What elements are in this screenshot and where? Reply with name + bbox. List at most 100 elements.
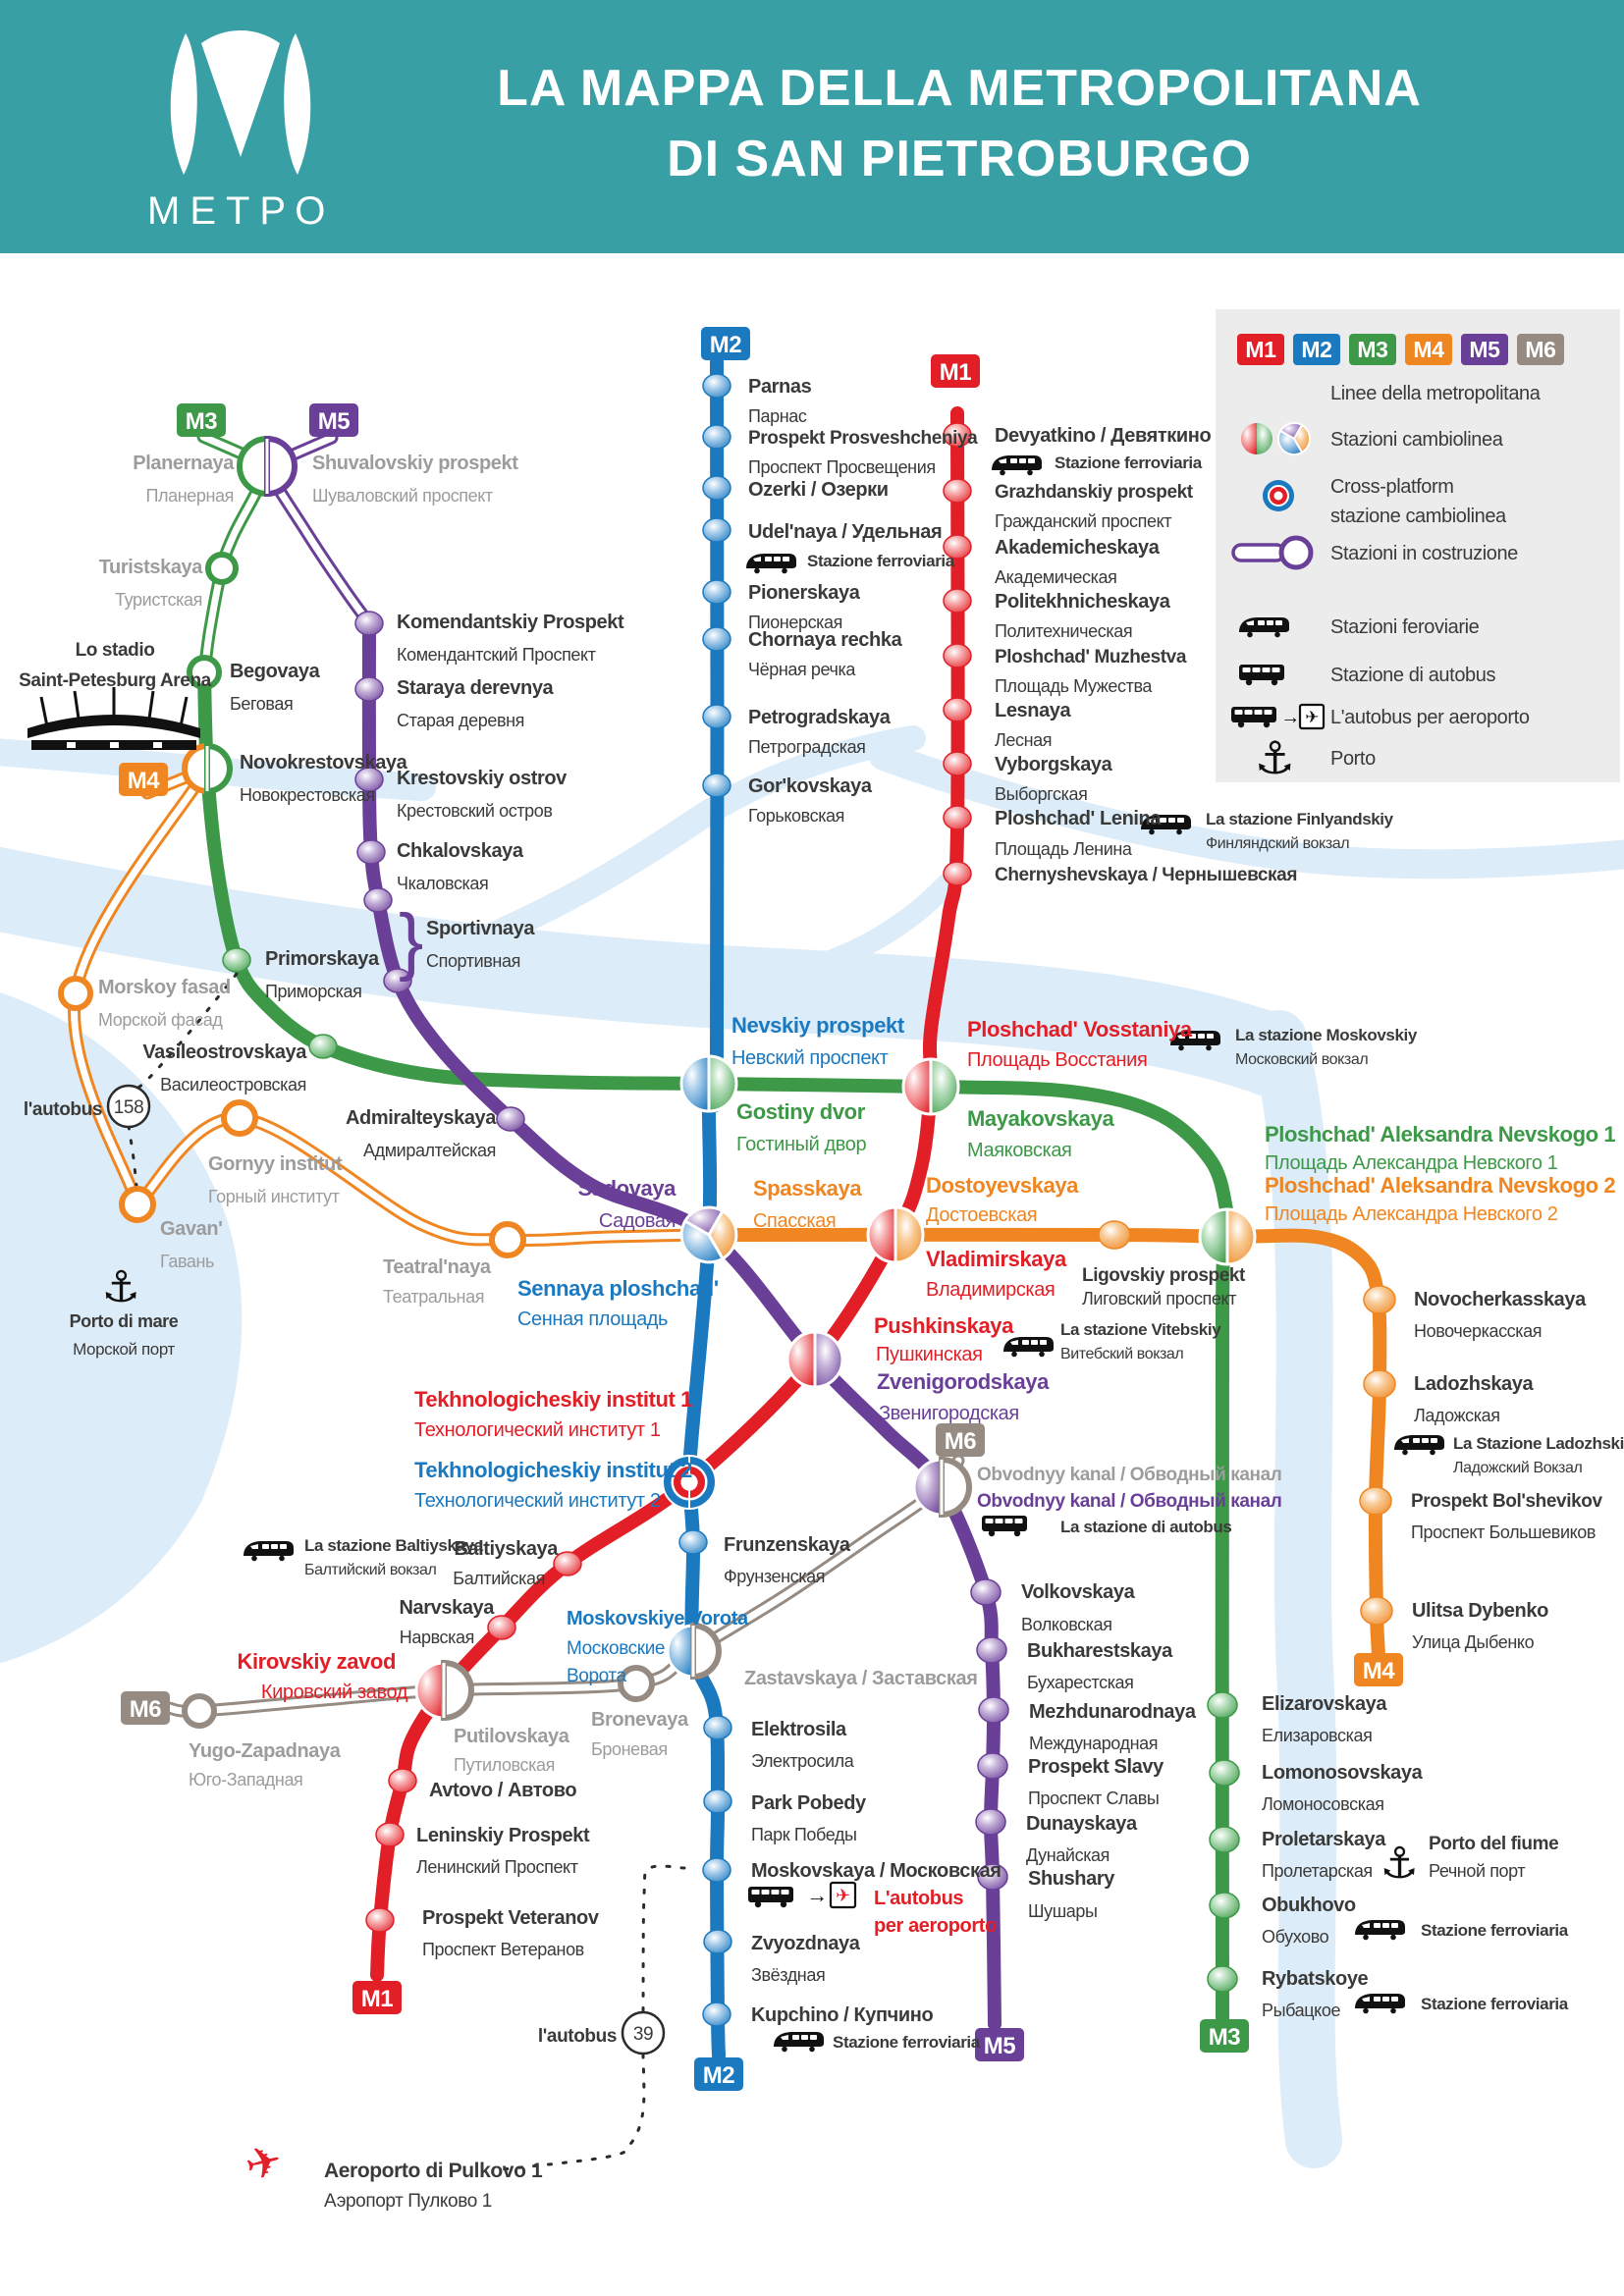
label: l'autobus <box>24 1099 102 1120</box>
label: Pionerskaya <box>748 582 861 604</box>
label: Балтийская <box>453 1569 545 1588</box>
label: La stazione Vitebskiy <box>1060 1320 1221 1339</box>
label: Парк Победы <box>751 1825 857 1844</box>
label: Narvskaya <box>400 1597 496 1619</box>
station-chernyshevskaya <box>943 861 972 886</box>
arrow-icon: → <box>806 1883 828 1907</box>
label: Obukhovo <box>1262 1895 1356 1916</box>
legend-badge-text: М3 <box>1357 337 1387 362</box>
label: Планерная <box>145 486 234 506</box>
line-badge-text: М1 <box>940 359 972 386</box>
bus-158b-route <box>127 1124 138 1188</box>
bus-route-number: 39 <box>633 2024 653 2045</box>
line-badge-М4: М4 <box>1354 1653 1403 1686</box>
legend-item-label: stazione cambiolinea <box>1330 506 1507 527</box>
label: Василеостровская <box>160 1075 306 1095</box>
station-turistskaya <box>205 552 239 585</box>
label: Площадь Ленина <box>995 839 1133 859</box>
page-title-line1: LA MAPPA DELLA METROPOLITANA <box>497 60 1422 117</box>
legend-badge-М2 <box>1293 334 1340 365</box>
station-novokrestovskaya <box>182 742 233 795</box>
label: Parnas <box>748 376 812 398</box>
line-badge-М3: М3 <box>177 403 226 437</box>
legend-item-label: Cross-platform <box>1330 476 1454 498</box>
label: Stazione ferroviaria <box>833 2033 981 2052</box>
legend-item-label: Stazioni in costruzione <box>1330 543 1518 564</box>
station-yugo-zapadnaya <box>182 1693 217 1729</box>
label: Ворота <box>567 1666 626 1686</box>
line-badge-text: М3 <box>1209 2024 1241 2051</box>
label: Dostoyevskaya <box>926 1173 1079 1198</box>
label: Туристская <box>115 590 202 610</box>
station-akademicheskaya <box>943 534 972 560</box>
stadium-icon <box>27 687 200 750</box>
station-avtovo <box>388 1768 417 1793</box>
train-icon <box>992 455 1042 476</box>
train-icon <box>244 1541 294 1562</box>
station-gor-kovskaya <box>702 773 731 798</box>
label: La stazione Finlyandskiy <box>1206 810 1394 828</box>
label: Baltiyskaya <box>454 1538 559 1560</box>
label: Юго-Западная <box>189 1770 302 1789</box>
label: Gavan' <box>160 1218 223 1240</box>
label: Звенигородская <box>879 1403 1019 1424</box>
label: Спасская <box>753 1210 836 1232</box>
label: Ладожский Вокзал <box>1453 1460 1582 1476</box>
line-badge-text: М1 <box>361 1986 394 2012</box>
label: Чёрная речка <box>748 660 856 679</box>
station-gornyy-institut <box>221 1099 258 1137</box>
label: Шуваловский проспект <box>312 486 493 506</box>
train-icon <box>1003 1337 1054 1358</box>
label: Спортивная <box>426 951 520 971</box>
label: Пролетарская <box>1262 1861 1373 1881</box>
label: Leninskiy Prospekt <box>416 1825 590 1846</box>
label: Devyatkino / Девяткино <box>995 425 1211 447</box>
station-obukhovo <box>1209 1892 1240 1919</box>
label: Финляндский вокзал <box>1206 835 1349 852</box>
label: L'autobus <box>874 1888 963 1909</box>
label: Гостиный двор <box>736 1134 866 1155</box>
label: Moskovskiye Vorota <box>567 1608 749 1629</box>
station-zvyozdnaya <box>703 1929 732 1954</box>
station-bukharestskaya <box>976 1636 1007 1664</box>
label: Udel'naya / Удельная <box>748 521 942 543</box>
station-gavan- <box>119 1186 156 1223</box>
label: Беговая <box>230 694 293 714</box>
label: Novokrestovskaya <box>240 752 408 774</box>
label: Проспект Славы <box>1028 1789 1159 1808</box>
label: Putilovskaya <box>454 1726 570 1747</box>
label: Lo stadio <box>76 640 155 661</box>
label: Комендантский Проспект <box>397 645 596 665</box>
station-begovaya <box>187 655 222 690</box>
label: Гражданский проспект <box>995 511 1171 531</box>
station-leninskiy-prospekt <box>375 1822 405 1847</box>
train-icon <box>1170 1031 1220 1051</box>
label: Turistskaya <box>99 557 204 578</box>
label: Проспект Большевиков <box>1411 1522 1596 1542</box>
label: Chernyshevskaya / Чернышевская <box>995 865 1297 885</box>
station-obvodnyy-kanal <box>912 1456 972 1519</box>
station-sportivnaya <box>363 887 393 913</box>
train-icon <box>774 2032 824 2053</box>
station-ploshchad-muzhestva <box>943 643 972 668</box>
bus-icon <box>982 1516 1027 1537</box>
legend-badge-М3 <box>1349 334 1396 365</box>
label: Begovaya <box>230 661 321 682</box>
label: Tekhnologicheskiy institut 2 <box>414 1458 692 1482</box>
train-icon <box>1355 1994 1405 2014</box>
line-badge-text: М2 <box>703 2062 735 2089</box>
label: Planernaya <box>133 453 235 474</box>
label: Новочеркасская <box>1414 1321 1542 1341</box>
label: Nevskiy prospekt <box>731 1013 905 1038</box>
station-elizarovskaya <box>1207 1691 1238 1719</box>
station-devyatkino <box>943 422 972 448</box>
label: Vasileostrovskaya <box>142 1041 307 1063</box>
label: Teatral'naya <box>383 1256 492 1278</box>
label: Gornyy institut <box>208 1153 343 1175</box>
label: La stazione di autobus <box>1060 1518 1231 1536</box>
station-staraya-derevnya <box>354 676 384 702</box>
label: Ploshchad' Aleksandra Nevskogo 1 <box>1265 1122 1615 1147</box>
arrow-icon: → <box>1280 707 1300 728</box>
